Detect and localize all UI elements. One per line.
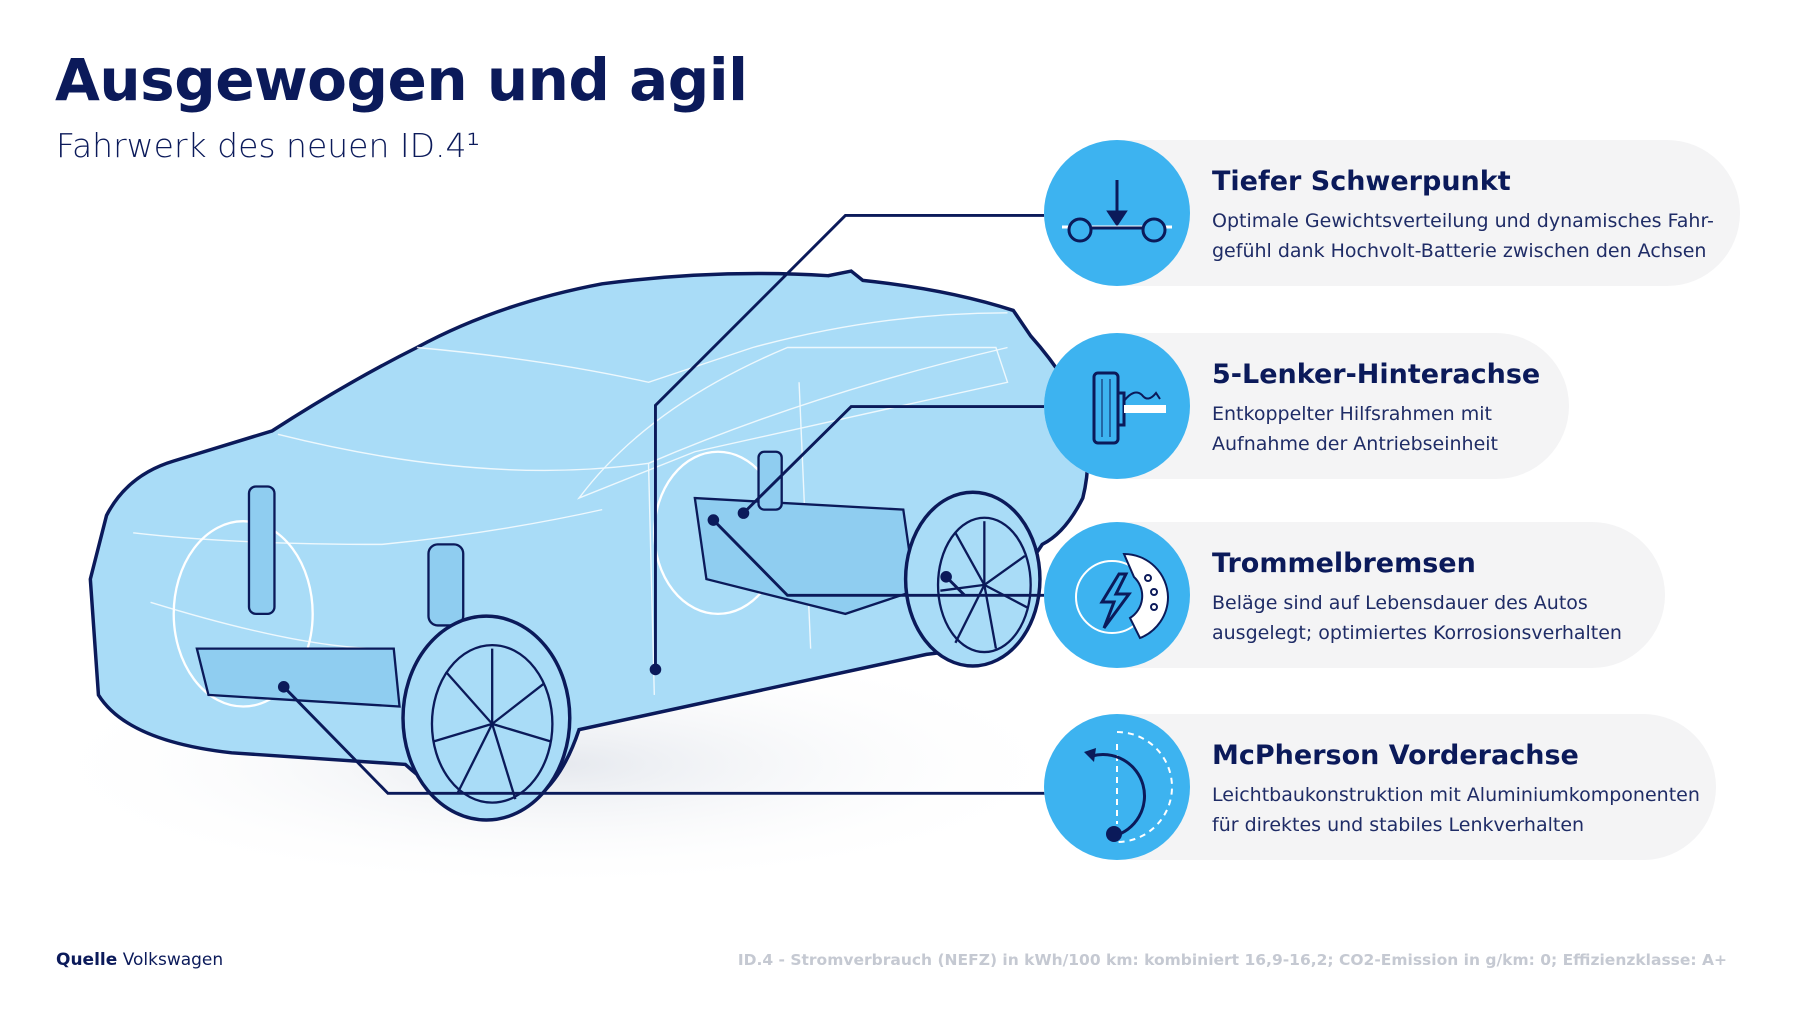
rear-axle-icon xyxy=(1044,333,1190,479)
leader-lines xyxy=(282,214,1045,795)
page-title: Ausgewogen und agil xyxy=(55,46,748,114)
feature-card-drum-brakes: Trommelbremsen Beläge sind auf Lebensdau… xyxy=(1044,522,1665,668)
feature-card-center-of-gravity: Tiefer Schwerpunkt Optimale Gewichtsvert… xyxy=(1044,140,1740,286)
front-wheel xyxy=(401,614,572,822)
steering-icon xyxy=(1044,714,1190,860)
feature-description: Entkoppelter Hilfsrahmen mit Aufnahme de… xyxy=(1212,403,1498,455)
center-of-gravity-icon xyxy=(1044,140,1190,286)
front-suspension xyxy=(172,485,465,708)
feature-description: Beläge sind auf Lebensdauer des Autos au… xyxy=(1212,592,1622,644)
feature-description: Leichtbaukonstruktion mit Aluminiumkompo… xyxy=(1212,784,1700,836)
rear-drive-unit xyxy=(653,450,917,616)
feature-title: Trommelbremsen xyxy=(1212,548,1476,579)
feature-description: Optimale Gewichtsverteilung und dynamisc… xyxy=(1212,210,1714,262)
feature-title: 5-Lenker-Hinterachse xyxy=(1212,359,1541,390)
page-subtitle: Fahrwerk des neuen ID.4¹ xyxy=(56,126,480,165)
feature-card-front-axle: McPherson Vorderachse Leichtbaukonstrukt… xyxy=(1044,714,1716,860)
drum-brake-icon xyxy=(1044,522,1190,668)
feature-title: Tiefer Schwerpunkt xyxy=(1212,166,1511,197)
leader-dots xyxy=(277,507,952,693)
consumption-note: ID.4 - Stromverbrauch (NEFZ) in kWh/100 … xyxy=(737,951,1727,969)
feature-title: McPherson Vorderachse xyxy=(1212,740,1579,771)
rear-wheel xyxy=(903,490,1042,668)
feature-card-rear-axle: 5-Lenker-Hinterachse Entkoppelter Hilfsr… xyxy=(1044,333,1569,479)
source-credit: Quelle Volkswagen xyxy=(56,950,224,970)
